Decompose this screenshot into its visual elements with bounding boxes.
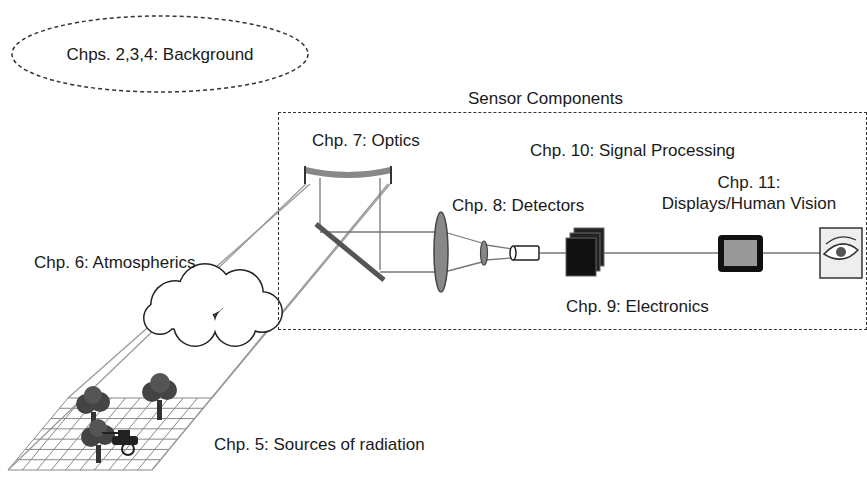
small-lens (481, 241, 488, 265)
frame-heading: Sensor Components (468, 88, 623, 109)
background-ellipse: Chps. 2,3,4: Background (10, 14, 310, 94)
chapter-label: Chp. 7: Optics (312, 130, 472, 151)
chapter-label: Chp. 8: Detectors (452, 195, 602, 216)
lens (434, 212, 448, 292)
trees (76, 373, 177, 463)
chapter-label: Chp. 11: Displays/Human Vision (654, 172, 844, 214)
primary-mirror (305, 166, 391, 184)
monitor (718, 235, 763, 272)
view-lines (8, 184, 390, 470)
tank (102, 430, 138, 455)
optical-rays (320, 178, 512, 272)
fold-mirror (316, 224, 384, 280)
chapter-label: Chp. 6: Atmospherics (34, 252, 234, 273)
detector (510, 246, 539, 260)
cloud (143, 263, 283, 347)
processor-stack (566, 228, 604, 276)
chapter-label: Chp. 9: Electronics (566, 296, 766, 317)
ellipse-label: Chps. 2,3,4: Background (66, 44, 253, 65)
chapter-label: Chp. 10: Signal Processing (530, 140, 760, 161)
eye-icon (820, 228, 862, 278)
chapter-label: Chp. 5: Sources of radiation (214, 434, 474, 455)
